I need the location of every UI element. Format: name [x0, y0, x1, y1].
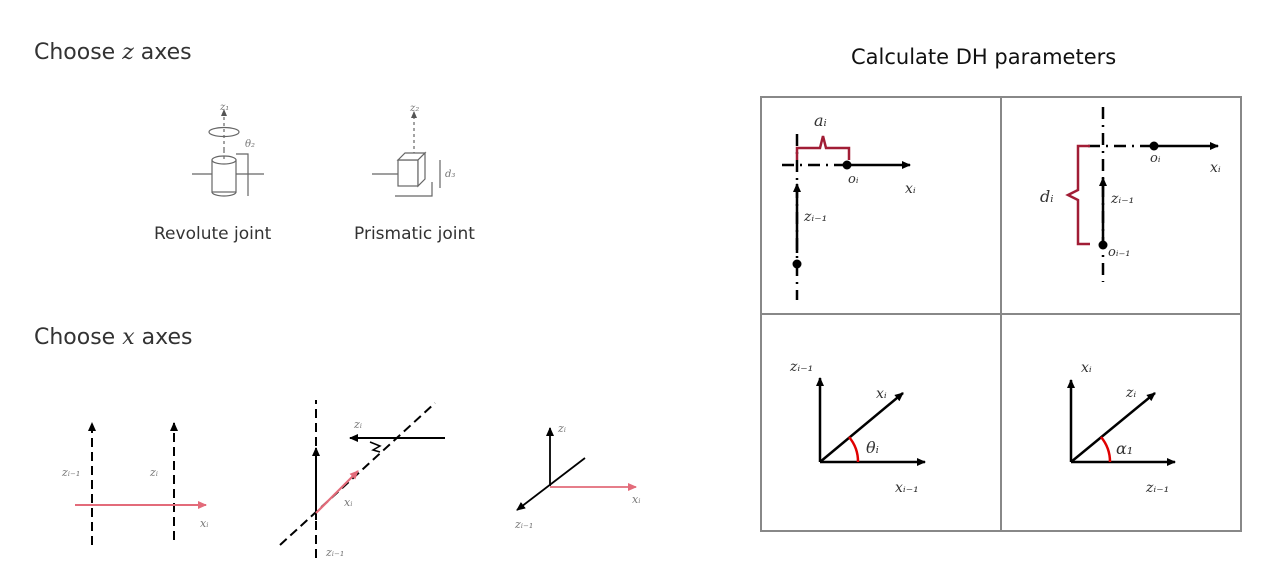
dh-panel-a — [782, 134, 911, 300]
panel-alpha-z-label: zᵢ — [1125, 385, 1136, 401]
panel-d-o-label: oᵢ — [1150, 151, 1161, 166]
parallel-z-prev-label: zᵢ₋₁ — [61, 466, 80, 479]
x-axis-case-skew — [279, 400, 445, 558]
dh-panel-theta — [816, 377, 926, 466]
skew-z-cur-label: zᵢ — [353, 418, 362, 431]
panel-theta-x-label: xᵢ — [876, 386, 887, 402]
panel-theta-z-label: zᵢ₋₁ — [789, 359, 813, 375]
x-axis-case-parallel — [75, 422, 207, 545]
prismatic-base — [395, 182, 433, 197]
panel-alpha-x-label: xᵢ — [1081, 360, 1092, 376]
revolute-rotation-arrow-icon — [208, 126, 240, 138]
prismatic-offset-label: d₃ — [445, 169, 455, 180]
revolute-joint-diagram — [192, 109, 264, 197]
panel-a-o-label: oᵢ — [848, 172, 859, 187]
panel-d-z-label: zᵢ₋₁ — [1110, 191, 1134, 207]
revolute-axis-label: z₁ — [219, 102, 229, 113]
dh-panel-d — [1065, 107, 1219, 282]
skew-z-prev-label: zᵢ₋₁ — [325, 546, 344, 559]
x-axis-case-intersecting — [516, 427, 637, 511]
dh-parameters-title: Calculate DH parameters — [851, 45, 1117, 69]
parallel-x-cur-label: xᵢ — [200, 517, 208, 530]
intersect-z-cur-label: zᵢ — [557, 422, 566, 435]
revolute-joint-caption: Revolute joint — [154, 224, 272, 244]
link-offset-bracket — [1065, 144, 1090, 246]
prismatic-box-front — [397, 159, 419, 187]
parallel-z-cur-label: zᵢ — [149, 466, 158, 479]
x-axes-heading: Choose x axes — [34, 325, 193, 350]
theta-param-label: θᵢ — [866, 438, 879, 457]
prismatic-joint-diagram — [372, 111, 441, 197]
prismatic-joint-caption: Prismatic joint — [354, 224, 475, 244]
d-param-label: dᵢ — [1040, 187, 1053, 206]
link-length-bracket — [795, 135, 851, 160]
dh-grid — [760, 96, 1242, 532]
revolute-angle-label: θ₂ — [245, 139, 255, 150]
a-param-label: aᵢ — [814, 111, 827, 130]
revolute-cylinder — [211, 159, 237, 193]
alpha-param-label: α₁ — [1116, 439, 1133, 458]
revolute-bracket — [236, 153, 249, 196]
panel-d-o-prev-label: oᵢ₋₁ — [1108, 245, 1131, 260]
panel-a-z-label: zᵢ₋₁ — [803, 209, 827, 225]
theta-angle-arc — [848, 436, 860, 463]
intersect-z-prev-label: zᵢ₋₁ — [514, 518, 533, 531]
dh-panel-alpha — [1067, 379, 1176, 466]
skew-x-cur-label: xᵢ — [344, 496, 352, 509]
panel-theta-x-prev-label: xᵢ₋₁ — [895, 480, 919, 496]
alpha-angle-arc — [1100, 436, 1112, 463]
z-axes-heading: Choose z axes — [34, 40, 192, 65]
panel-d-x-label: xᵢ — [1210, 160, 1221, 176]
intersect-x-cur-label: xᵢ — [632, 493, 640, 506]
panel-alpha-z-prev-label: zᵢ₋₁ — [1145, 480, 1169, 496]
prismatic-axis-label: z₂ — [409, 103, 419, 114]
panel-a-x-label: xᵢ — [905, 181, 916, 197]
